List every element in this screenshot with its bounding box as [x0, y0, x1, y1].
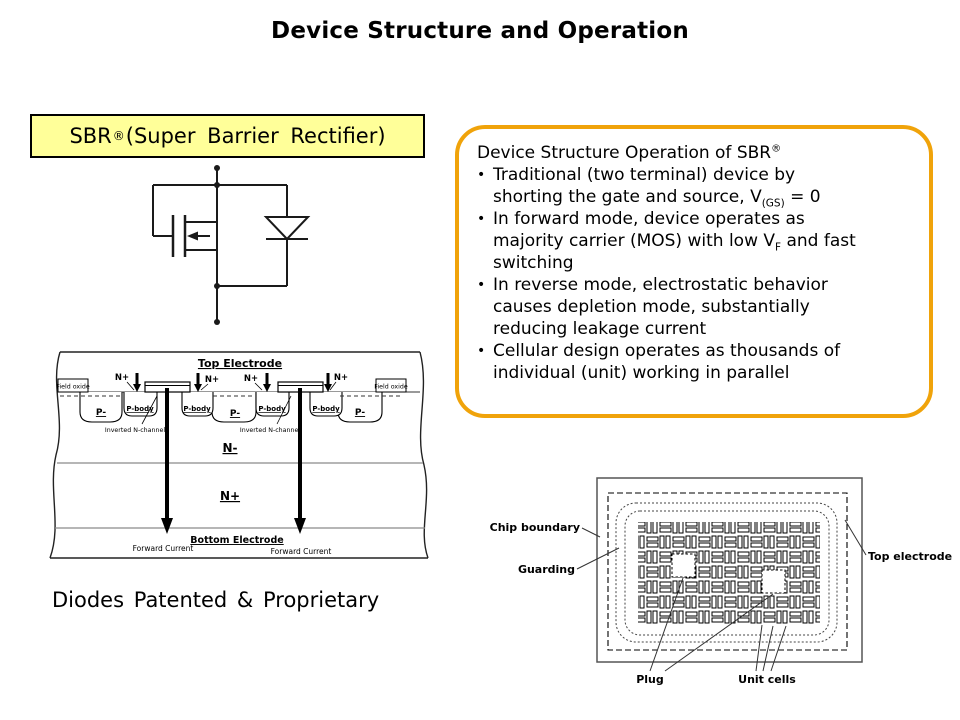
- info-box-heading: Device Structure Operation of SBR®: [477, 142, 913, 164]
- label-forward-current: Forward Current: [133, 544, 194, 553]
- label-n-plus-contact: N+: [115, 373, 129, 383]
- chip-leader-lines: [576, 519, 867, 672]
- bullet-item-1: • Traditional (two terminal) device by s…: [477, 164, 913, 210]
- label-p-minus-well: P-: [355, 408, 365, 418]
- registered-mark: ®: [771, 143, 782, 155]
- info-bullet-list: • Traditional (two terminal) device by s…: [477, 164, 913, 384]
- n-plus-contact-arrows: [133, 373, 332, 392]
- sbr-label-box: SBR®(Super Barrier Rectifier): [30, 114, 425, 158]
- label-plug: Plug: [636, 673, 664, 686]
- equivalent-circuit-diagram: [152, 165, 311, 325]
- layer-boundaries: [55, 462, 425, 529]
- bullet-item-4: • Cellular design operates as thousands …: [477, 340, 913, 384]
- label-forward-current: Forward Current: [271, 547, 332, 556]
- bullet-marker: •: [477, 211, 486, 227]
- plug-current-arrows: [161, 388, 306, 534]
- label-n-minus-epi: N-: [222, 441, 237, 455]
- subscript-gs: (GS): [761, 197, 785, 210]
- info-box: Device Structure Operation of SBR® • Tra…: [455, 125, 933, 418]
- plug-square: [671, 553, 696, 578]
- sbr-name: SBR: [69, 124, 112, 148]
- mosfet-body-arrow: [187, 231, 198, 241]
- label-p-body: P-body: [183, 405, 211, 413]
- label-p-body: P-body: [126, 405, 154, 413]
- label-n-plus-contact: N+: [334, 373, 348, 383]
- label-bottom-electrode: Bottom Electrode: [190, 535, 283, 546]
- unit-cell-array: [638, 522, 820, 624]
- label-inverted-n-channel: Inverted N-channel: [240, 427, 301, 434]
- chip-layout-diagram: Chip boundary Guarding Top electrode Plu…: [490, 477, 952, 686]
- wafer-outline: [49, 351, 429, 559]
- p-body-regions: [123, 392, 343, 417]
- guard-ring-inner: [624, 510, 830, 636]
- label-p-minus-well: P-: [230, 409, 240, 419]
- label-n-plus-substrate: N+: [220, 489, 240, 503]
- label-p-body: P-body: [312, 405, 340, 413]
- bullet-text: Traditional (two terminal) device by sho…: [493, 165, 821, 210]
- diode-symbol: [263, 216, 311, 241]
- label-top-electrode-chip: Top electrode: [868, 550, 952, 563]
- label-unit-cells: Unit cells: [738, 673, 796, 686]
- label-n-plus-contact: N+: [205, 375, 219, 385]
- bullet-text: In forward mode, device operates as majo…: [493, 209, 856, 273]
- plug-square: [761, 569, 786, 594]
- label-chip-boundary: Chip boundary: [490, 521, 580, 534]
- bullet-marker: •: [477, 343, 486, 359]
- sbr-descriptor: (Super Barrier Rectifier): [125, 124, 386, 148]
- subscript-f: F: [775, 241, 782, 254]
- mosfet-symbol: [171, 215, 217, 257]
- bullet-text: In reverse mode, electrostatic behavior …: [493, 275, 828, 339]
- label-top-electrode: Top Electrode: [198, 357, 282, 370]
- bullet-marker: •: [477, 277, 486, 293]
- heading-text: Device Structure Operation of SBR: [477, 143, 772, 163]
- label-field-oxide-left: Field oxide: [56, 384, 90, 391]
- field-oxide-boxes: [57, 378, 407, 393]
- p-wells: [79, 392, 383, 423]
- chip-boundary-rect: [607, 492, 848, 651]
- label-p-body: P-body: [258, 405, 286, 413]
- circuit-terminal-dots: [214, 165, 220, 325]
- guard-ring-outer: [615, 502, 838, 643]
- label-guarding: Guarding: [518, 563, 575, 576]
- label-field-oxide-right: Field oxide: [374, 384, 408, 391]
- label-leader-lines: [126, 381, 337, 425]
- bullet-marker: •: [477, 167, 486, 183]
- label-p-minus-well: P-: [96, 408, 106, 418]
- gate-stacks: [144, 381, 324, 393]
- label-inverted-n-channel: Inverted N-channel: [105, 427, 166, 434]
- bullet-text: Cellular design operates as thousands of…: [493, 341, 841, 383]
- device-cross-section-diagram: Top Electrode Field oxide Field oxide N+…: [49, 351, 429, 559]
- page-title: Device Structure and Operation: [271, 18, 689, 44]
- patent-note: Diodes Patented & Proprietary: [52, 588, 380, 612]
- label-n-plus-contact: N+: [244, 374, 258, 384]
- bullet-item-2: • In forward mode, device operates as ma…: [477, 208, 913, 274]
- bullet-item-3: • In reverse mode, electrostatic behavio…: [477, 274, 913, 340]
